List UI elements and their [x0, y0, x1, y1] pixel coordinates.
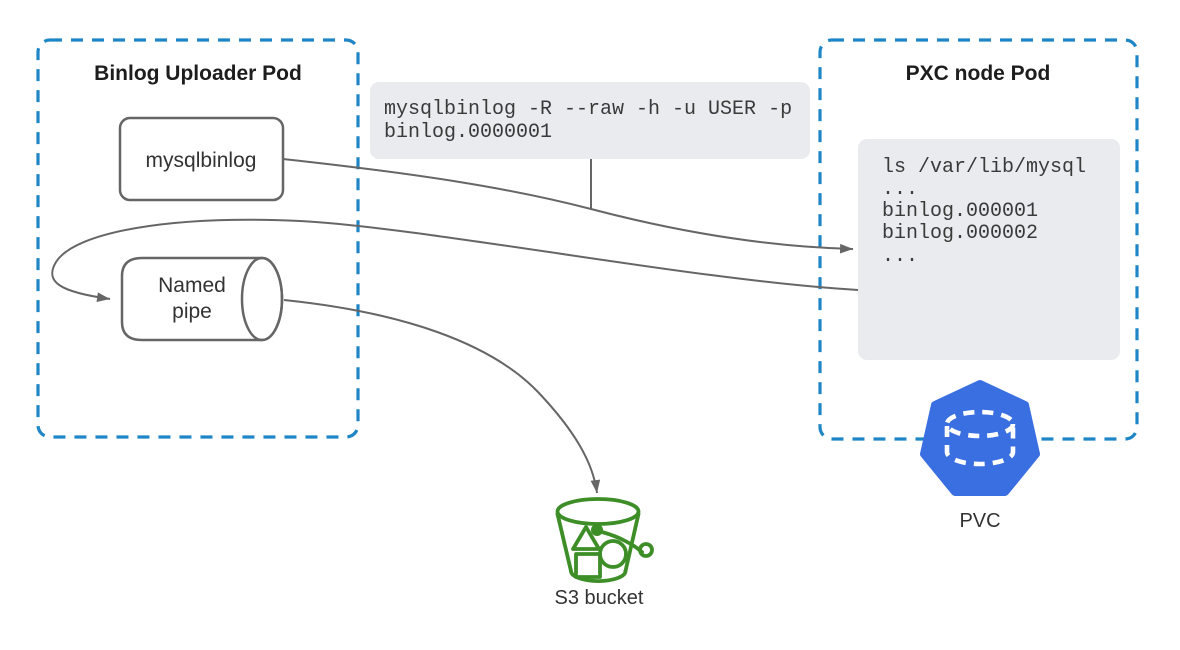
listing-line-5: ... — [882, 245, 918, 268]
pvc-label: PVC — [959, 510, 1000, 532]
bucket-left-side — [555, 512, 573, 573]
command-code-block-bg — [370, 82, 810, 159]
named-pipe-opening-shape — [240, 256, 284, 342]
pvc-heptagon-shape — [920, 380, 1040, 496]
listing-line-4: binlog.000002 — [882, 222, 1038, 245]
mysqlbinlog-node: mysqlbinlog — [118, 116, 285, 202]
circle-glyph — [598, 539, 628, 569]
connectors — [51, 158, 859, 494]
mysqlbinlog-node-label: mysqlbinlog — [146, 149, 257, 172]
pxc-node-pod-title: PXC node Pod — [906, 62, 1051, 85]
named-pipe-node: Named pipe — [120, 256, 284, 342]
arrow-mysqlbinlog-to-pxc — [282, 158, 854, 254]
listing-line-2: ... — [882, 178, 918, 201]
bucket-bottom — [569, 569, 628, 583]
named-pipe-label-line2: pipe — [172, 300, 212, 323]
arrow-pxc-to-named-pipe — [51, 218, 859, 303]
triangle-glyph — [571, 525, 601, 551]
named-pipe-label-line1: Named — [158, 274, 226, 297]
kubernetes-pvc-icon — [920, 380, 1040, 496]
command-line-1: mysqlbinlog -R --raw -h -u USER -p — [384, 98, 792, 121]
square-glyph — [574, 552, 602, 579]
handle-loop — [638, 542, 654, 558]
handle-knob — [591, 524, 603, 536]
bucket-rim — [555, 497, 641, 526]
listing-line-3: binlog.000001 — [882, 200, 1038, 223]
s3-bucket-icon — [555, 497, 654, 583]
arrow-named-pipe-to-s3 — [283, 299, 601, 494]
named-pipe-body-shape — [120, 256, 284, 342]
binlog-uploader-pod-title: Binlog Uploader Pod — [94, 62, 302, 85]
binlog-uploader-pod-container — [36, 38, 360, 439]
mysqlbinlog-node-shape — [118, 116, 285, 202]
listing-line-1: ls /var/lib/mysql — [882, 156, 1086, 179]
s3-bucket-label: S3 bucket — [555, 587, 644, 609]
command-line-2: binlog.0000001 — [384, 121, 552, 144]
listing-code-block-bg — [858, 139, 1120, 360]
listing-code-block: ls /var/lib/mysql ... binlog.000001 binl… — [858, 139, 1120, 360]
volume-cylinder-icon — [944, 409, 1016, 467]
command-code-block: mysqlbinlog -R --raw -h -u USER -p binlo… — [370, 82, 810, 159]
